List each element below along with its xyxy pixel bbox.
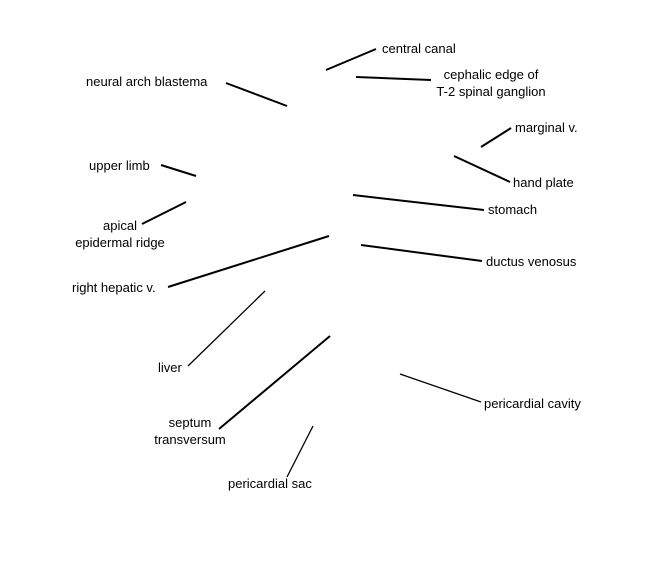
label-upper-limb: upper limb [89,158,150,173]
label-ductus-venosus: ductus venosus [486,254,577,269]
leader-neural-arch-blastema [225,82,288,107]
leader-upper-limb [160,164,197,177]
label-apical-line2: epidermal ridge [75,235,165,250]
label-central-canal: central canal [382,41,456,56]
label-pericardial-sac: pericardial sac [228,476,312,491]
leader-central-canal [325,48,377,71]
label-septum-transversum: septum transversum [140,414,240,448]
leader-stomach [352,194,485,211]
label-cephalic-edge-line2: T-2 spinal ganglion [436,84,546,99]
label-septum-line1: septum [168,415,212,430]
leader-cephalic-edge [355,76,432,81]
leader-marginal-v [480,127,512,148]
label-neural-arch-blastema: neural arch blastema [86,74,208,89]
label-stomach: stomach [488,202,538,217]
label-septum-line2: transversum [154,432,226,447]
label-pericardial-cavity: pericardial cavity [484,396,581,411]
label-right-hepatic-v: right hepatic v. [72,280,156,295]
leader-septum-transversum [218,335,331,430]
leader-liver [187,290,266,367]
leader-pericardial-sac [286,425,314,478]
leader-apical-epidermal-ridge [141,201,187,225]
label-cephalic-edge: cephalic edge of T-2 spinal ganglion [416,66,566,100]
label-apical-epidermal-ridge: apical epidermal ridge [60,217,180,251]
leader-pericardial-cavity [399,373,482,403]
leader-right-hepatic-v [167,235,330,288]
leader-hand-plate [453,155,511,183]
label-liver: liver [158,360,182,375]
leader-ductus-venosus [360,244,483,262]
label-apical-line1: apical [103,218,137,233]
label-cephalic-edge-line1: cephalic edge of [443,67,539,82]
label-hand-plate: hand plate [513,175,574,190]
label-marginal-v: marginal v. [515,120,578,135]
